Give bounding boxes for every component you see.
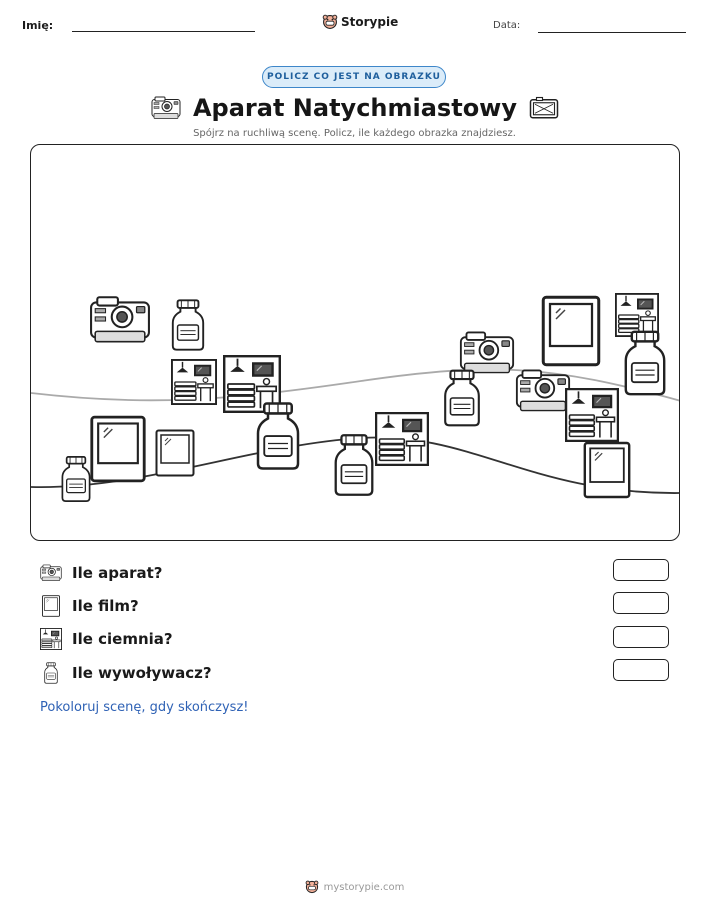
instant-camera-icon [40, 562, 62, 584]
brand-logo: Storypie [322, 14, 398, 30]
scene-developer [624, 330, 666, 396]
footer-url: mystorypie.com [323, 881, 405, 893]
name-label: Imię: [22, 19, 54, 32]
page-title: Aparat Natychmiastowy [150, 90, 560, 126]
scene-camera [515, 369, 571, 412]
answer-box-camera[interactable] [613, 559, 669, 581]
scene-darkroom [615, 293, 659, 337]
scene-drawing [31, 293, 679, 502]
answer-box-developer[interactable] [613, 659, 669, 681]
date-label: Data: [493, 20, 521, 31]
scene-darkroom [565, 387, 619, 443]
footer: mystorypie.com [0, 880, 709, 894]
question-text: Ile aparat? [72, 564, 163, 582]
retro-camera-icon [529, 95, 559, 121]
scene-darkroom [171, 359, 217, 405]
scene-developer [61, 456, 91, 502]
question-text: Ile film? [72, 597, 139, 615]
scene-developer [256, 402, 300, 470]
scene-developer [171, 299, 205, 351]
scene-developer [444, 369, 480, 427]
date-field[interactable] [538, 32, 686, 33]
name-field[interactable] [72, 31, 255, 32]
scene-darkroom [375, 411, 429, 467]
question-text: Ile ciemnia? [72, 630, 173, 648]
developer-bottle-icon [40, 662, 62, 684]
scene-camera [89, 296, 151, 343]
instant-camera-icon [151, 95, 181, 121]
question-row: Ile wywoływacz? [40, 661, 670, 685]
scene-camera [459, 331, 515, 374]
photo-film-icon [40, 595, 62, 617]
question-row: Ile aparat? [40, 561, 670, 585]
scene-film [90, 415, 146, 483]
busy-scene [30, 144, 680, 541]
scene-film [155, 429, 195, 477]
scene-film [541, 295, 601, 367]
brand-name: Storypie [341, 15, 399, 29]
mascot-icon [322, 14, 338, 30]
question-text: Ile wywoływacz? [72, 664, 212, 682]
instructions: Spójrz na ruchliwą scenę. Policz, ile ka… [193, 128, 516, 139]
title-text: Aparat Natychmiastowy [192, 94, 517, 122]
darkroom-icon [40, 628, 62, 650]
mascot-icon [305, 880, 319, 894]
colour-note: Pokoloruj scenę, gdy skończysz! [40, 700, 249, 715]
answer-box-darkroom[interactable] [613, 626, 669, 648]
question-row: Ile ciemnia? [40, 627, 670, 651]
question-row: Ile film? [40, 594, 670, 618]
answer-box-film[interactable] [613, 592, 669, 614]
scene-developer [334, 434, 374, 496]
task-badge: POLICZ CO JEST NA OBRAZKU [262, 66, 446, 88]
scene-film [583, 441, 631, 499]
